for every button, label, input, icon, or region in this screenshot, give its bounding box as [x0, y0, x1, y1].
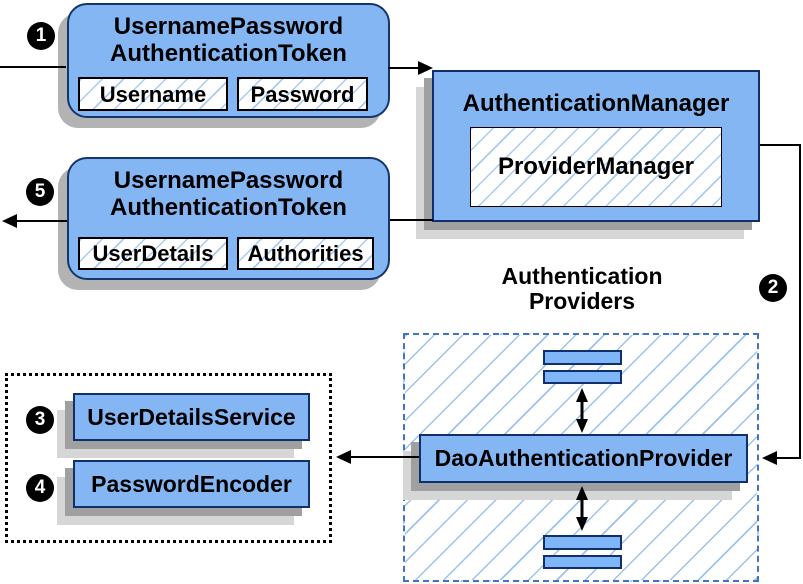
username-password-token-request-box: UsernamePassword AuthenticationToken Use…	[67, 3, 390, 118]
username-field-box: Username	[78, 77, 228, 111]
step-1-badge: 1	[27, 22, 55, 50]
provider-placeholder-bar-top-2	[543, 370, 622, 384]
step-5-badge: 5	[26, 178, 54, 206]
authentication-manager-box: AuthenticationManager ProviderManager	[432, 70, 760, 222]
step-4-badge: 4	[26, 474, 54, 502]
provider-manager-box: ProviderManager	[470, 127, 722, 207]
authentication-manager-title: AuthenticationManager	[462, 90, 730, 117]
arrow-manager-to-provider	[760, 144, 801, 465]
authentication-providers-label-line1: Authentication	[501, 263, 663, 289]
step-3-badge: 3	[26, 406, 54, 434]
username-password-token-result-box: UsernamePassword AuthenticationToken Use…	[67, 157, 390, 280]
authorities-field-box: Authorities	[237, 237, 374, 270]
token-request-title-line1: UsernamePassword	[113, 13, 344, 40]
provider-placeholder-bar-top-1	[543, 350, 622, 365]
step-2-badge: 2	[759, 274, 787, 302]
userdetails-field-box: UserDetails	[78, 237, 228, 270]
token-result-title-line1: UsernamePassword	[113, 167, 344, 194]
password-encoder-box: PasswordEncoder	[73, 460, 310, 508]
provider-placeholder-bar-bottom-2	[543, 555, 622, 569]
password-field-box: Password	[237, 77, 368, 111]
token-request-title-line2: AuthenticationToken	[110, 40, 347, 67]
dao-authentication-provider-box: DaoAuthenticationProvider	[419, 434, 748, 483]
services-container	[5, 373, 332, 543]
user-details-service-box: UserDetailsService	[73, 393, 310, 441]
provider-placeholder-bar-bottom-1	[543, 535, 622, 550]
token-result-title: UsernamePassword AuthenticationToken	[69, 159, 388, 221]
authentication-providers-label: Authentication Providers	[472, 264, 692, 314]
arrow-token-to-manager	[388, 61, 433, 75]
arrow-result-out	[2, 214, 67, 228]
authentication-providers-label-line2: Providers	[528, 288, 636, 314]
token-result-title-line2: AuthenticationToken	[110, 194, 347, 221]
token-request-title: UsernamePassword AuthenticationToken	[69, 5, 388, 67]
